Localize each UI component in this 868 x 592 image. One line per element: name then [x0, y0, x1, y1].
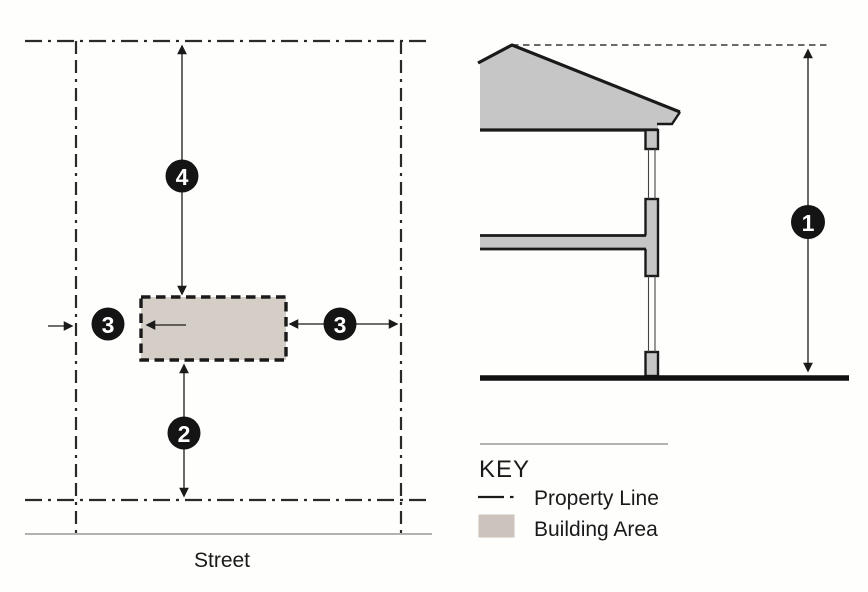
building-height-annotation: 1	[791, 48, 825, 373]
building-area-rect	[139, 295, 288, 362]
wall-segment-middle	[644, 197, 660, 278]
key-title: KEY	[479, 456, 530, 483]
marker-badge-1	[791, 205, 825, 239]
front-setback-annotation: 2	[167, 363, 201, 498]
marker-badge-3-left-number: 3	[102, 312, 115, 338]
wall-segment-upper	[644, 128, 660, 151]
rear-setback-annotation: 4	[165, 44, 199, 296]
key-building-area-label: Building Area	[534, 518, 658, 541]
street-label: Street	[194, 549, 250, 572]
marker-badge-2-number: 2	[178, 421, 191, 447]
marker-badge-4-number: 4	[176, 164, 189, 190]
key-item-property-line: Property Line	[478, 487, 659, 510]
marker-badge-2	[167, 416, 201, 450]
key-legend: KEY Property Line Building Area	[478, 443, 668, 541]
key-item-building-area: Building Area	[478, 514, 658, 541]
wall-segment-lower	[644, 350, 660, 378]
building-area-swatch-icon	[478, 514, 515, 538]
marker-badge-3-left	[91, 307, 125, 341]
marker-badge-1-number: 1	[802, 210, 815, 236]
left-side-setback-annotation: 3	[48, 307, 186, 341]
marker-badge-3-right	[323, 307, 357, 341]
right-side-setback-annotation: 3	[288, 307, 399, 341]
key-property-line-label: Property Line	[534, 487, 659, 510]
roof-top-outline	[477, 43, 681, 114]
marker-badge-4	[165, 159, 199, 193]
building-section-diagram: 1	[477, 43, 849, 381]
roof-shape	[480, 45, 680, 132]
marker-badge-3-right-number: 3	[334, 312, 347, 338]
roof-eave-outline	[657, 111, 681, 126]
site-plan-diagram: Street 4 2 3 3	[25, 39, 432, 572]
floor-slab	[480, 235, 647, 249]
